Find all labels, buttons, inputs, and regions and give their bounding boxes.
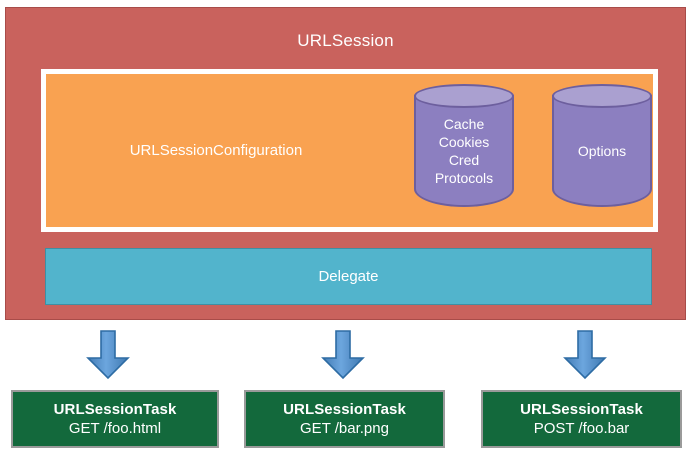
down-arrow-icon [320, 330, 366, 380]
urlsessionconfiguration-box: URLSessionConfiguration Cache Cookies Cr… [46, 74, 653, 227]
cylinder-line-cookies: Cookies [438, 134, 490, 150]
cylinder-cache-label: Cache Cookies Cred Protocols [414, 95, 514, 207]
cylinder-line-cred: Cred [448, 152, 480, 168]
cylinder-line-protocols: Protocols [434, 170, 494, 186]
urlsession-title: URLSession [297, 31, 394, 50]
cylinder-options-label: Options [552, 95, 652, 207]
cylinder-options: Options [552, 84, 652, 218]
cylinder-top-ellipse [552, 84, 652, 108]
urlsession-container: URLSession URLSessionConfiguration Cache… [5, 7, 686, 320]
urlsessiontask-box: URLSessionTask POST /foo.bar [481, 390, 682, 448]
task-title: URLSessionTask [520, 401, 643, 418]
cylinder-top-ellipse [414, 84, 514, 108]
urlsessiontask-box: URLSessionTask GET /foo.html [11, 390, 219, 448]
task-request: POST /foo.bar [533, 420, 630, 437]
urlsessiontask-box: URLSessionTask GET /bar.png [244, 390, 445, 448]
task-request: GET /bar.png [300, 420, 389, 437]
task-title: URLSessionTask [283, 401, 406, 418]
cylinder-body [414, 95, 514, 207]
task-request: GET /foo.html [68, 420, 162, 437]
urlsessionconfiguration-label: URLSessionConfiguration [129, 141, 303, 159]
down-arrow-icon [85, 330, 131, 380]
urlsessionconfiguration-frame: URLSessionConfiguration Cache Cookies Cr… [41, 69, 658, 232]
cylinder-cache-cookies-cred-protocols: Cache Cookies Cred Protocols [414, 84, 514, 218]
task-title: URLSessionTask [53, 401, 177, 418]
cylinder-body [552, 95, 652, 207]
delegate-label: Delegate [318, 268, 379, 285]
down-arrow-icon [562, 330, 608, 380]
delegate-box: Delegate [45, 248, 652, 305]
cylinder-line-cache: Cache [443, 116, 485, 132]
cylinder-line-options: Options [577, 143, 627, 159]
